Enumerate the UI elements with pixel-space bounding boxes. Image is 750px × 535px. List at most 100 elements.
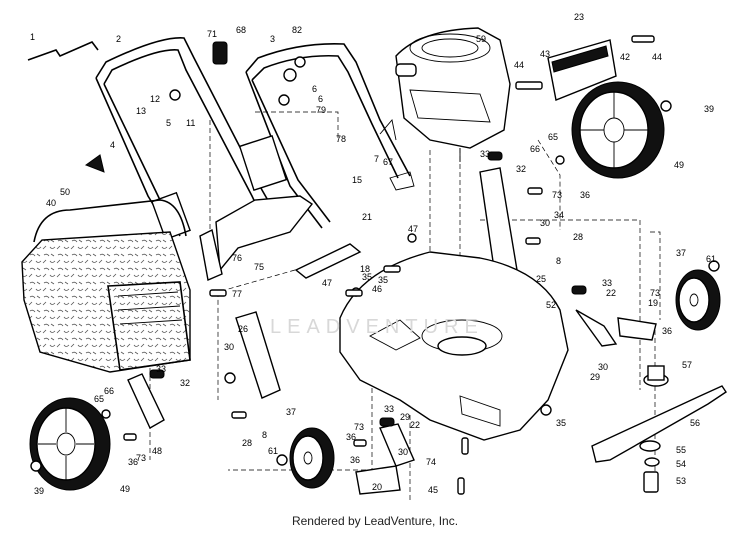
callout-32: 32: [516, 164, 526, 174]
callout-37: 37: [286, 407, 296, 417]
callout-30: 30: [540, 218, 550, 228]
callout-11: 11: [186, 118, 195, 128]
callout-66: 66: [530, 144, 540, 154]
footer-credit: Rendered by LeadVenture, Inc.: [291, 514, 459, 528]
callout-61: 61: [706, 254, 716, 264]
callout-29: 29: [400, 412, 410, 422]
callout-61: 61: [268, 446, 278, 456]
callout-5: 5: [166, 118, 171, 128]
callout-3: 3: [270, 34, 275, 44]
wheel-rear-right: [571, 81, 665, 179]
callout-39: 39: [34, 486, 44, 496]
callout-15: 15: [352, 175, 362, 185]
callout-8: 8: [262, 430, 267, 440]
callout-33: 33: [480, 149, 490, 159]
callout-21: 21: [362, 212, 372, 222]
watermark: LEADVENTURE: [270, 316, 484, 338]
callout-43: 43: [540, 49, 550, 59]
callout-18: 18: [360, 264, 370, 274]
callout-30: 30: [398, 447, 408, 457]
callout-73: 73: [650, 288, 660, 298]
callout-78: 78: [336, 134, 346, 144]
callout-20: 20: [372, 482, 382, 492]
callout-8: 8: [556, 256, 561, 266]
callout-35: 35: [556, 418, 566, 428]
callout-1: 1: [30, 32, 35, 42]
callout-54: 54: [676, 459, 686, 469]
callout-44: 44: [652, 52, 662, 62]
callout-39: 39: [704, 104, 714, 114]
callout-36: 36: [580, 190, 590, 200]
callout-6: 6: [318, 94, 323, 104]
callout-36: 36: [128, 457, 138, 467]
callout-75: 75: [254, 262, 264, 272]
callout-46: 46: [372, 284, 382, 294]
callout-37: 37: [676, 248, 686, 258]
callout-77: 77: [232, 289, 242, 299]
callout-65: 65: [548, 132, 558, 142]
callout-74: 74: [426, 457, 436, 467]
callout-12: 12: [150, 94, 160, 104]
callout-4: 4: [110, 140, 115, 150]
callout-59: 59: [476, 34, 486, 44]
callout-47: 47: [322, 278, 332, 288]
callout-34: 34: [554, 210, 564, 220]
grass-catcher-bag: [21, 199, 191, 373]
wheel-front-right: [675, 269, 721, 331]
callout-82: 82: [292, 25, 302, 35]
engine: [395, 27, 511, 162]
callout-22: 22: [606, 288, 616, 298]
callout-2: 2: [116, 34, 121, 44]
callout-45: 45: [428, 485, 438, 495]
callout-71: 71: [207, 29, 217, 39]
rear-door: [547, 39, 617, 101]
callout-23: 23: [574, 12, 584, 22]
callout-50: 50: [60, 187, 70, 197]
callout-68: 68: [236, 25, 246, 35]
callout-49: 49: [120, 484, 130, 494]
callout-30: 30: [598, 362, 608, 372]
callout-6: 6: [312, 84, 317, 94]
callout-73: 73: [136, 453, 146, 463]
callout-56: 56: [690, 418, 700, 428]
hardware: [30, 35, 720, 495]
callout-36: 36: [346, 432, 356, 442]
callout-33: 33: [384, 404, 394, 414]
callout-35: 35: [378, 275, 388, 285]
callout-28: 28: [573, 232, 583, 242]
callout-53: 53: [676, 476, 686, 486]
callout-33: 33: [602, 278, 612, 288]
mower-deck: [339, 251, 569, 441]
mower-blade: [591, 365, 727, 493]
callout-44: 44: [514, 60, 524, 70]
callout-73: 73: [552, 190, 562, 200]
callout-32: 32: [180, 378, 190, 388]
callout-67: 67: [383, 157, 393, 167]
callout-29: 29: [590, 372, 600, 382]
brackets-and-deflectors: [127, 167, 657, 495]
callout-73: 73: [354, 422, 364, 432]
callout-48: 48: [152, 446, 162, 456]
handle-assembly: [27, 37, 415, 241]
wheels: [29, 81, 721, 491]
callout-26: 26: [238, 324, 248, 334]
callout-35: 35: [362, 272, 372, 282]
callout-30: 30: [224, 342, 234, 352]
callout-42: 42: [620, 52, 630, 62]
callout-33: 33: [156, 364, 166, 374]
callout-79: 79: [316, 105, 326, 115]
callout-25: 25: [536, 274, 546, 284]
callout-47: 47: [408, 224, 418, 234]
callout-19: 19: [648, 298, 658, 308]
callout-49: 49: [674, 160, 684, 170]
wheel-rear-left: [29, 397, 111, 491]
callout-28: 28: [242, 438, 252, 448]
callout-57: 57: [682, 360, 692, 370]
callout-76: 76: [232, 253, 242, 263]
callout-36: 36: [662, 326, 672, 336]
callout-36: 36: [350, 455, 360, 465]
callout-40: 40: [46, 198, 56, 208]
callout-55: 55: [676, 445, 686, 455]
